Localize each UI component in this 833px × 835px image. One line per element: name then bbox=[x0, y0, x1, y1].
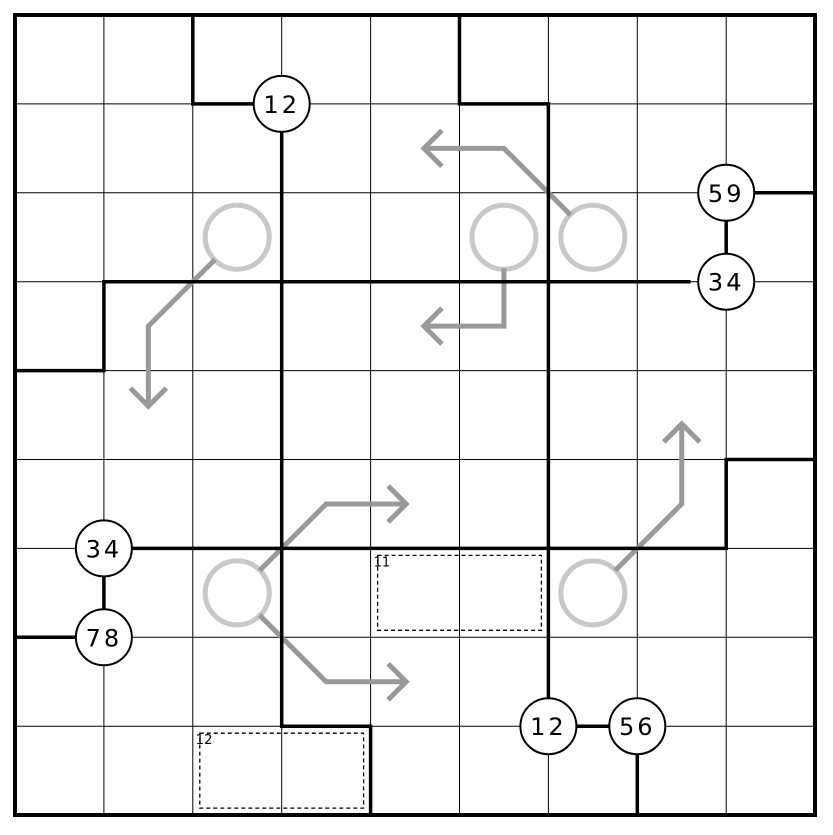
cage-12-sum: 12 bbox=[196, 733, 213, 748]
clue-12-bottom-circle bbox=[519, 697, 578, 756]
arrow-bulb-circle bbox=[202, 202, 272, 272]
arrow-bulb-circle bbox=[469, 202, 539, 272]
arrow-bulb-circle bbox=[202, 558, 272, 628]
region-border-2 bbox=[457, 15, 551, 700]
arrow-bulb-circle bbox=[558, 202, 628, 272]
arrow-bulb-circle bbox=[558, 558, 628, 628]
arrow-r2c6-head bbox=[420, 128, 444, 169]
arrow-r6c6-head bbox=[661, 420, 702, 444]
circle-clues: 12 59 34 34 78 12 56 bbox=[74, 74, 756, 756]
clue-34-top-text: 34 bbox=[708, 269, 745, 297]
clue-56-text: 56 bbox=[619, 713, 656, 741]
clue-59-text: 59 bbox=[708, 180, 745, 208]
clue-12-bottom-text: 12 bbox=[530, 713, 567, 741]
clue-34-left-circle bbox=[74, 519, 133, 578]
clue-34-left-text: 34 bbox=[86, 535, 123, 563]
clue-59-circle bbox=[697, 163, 756, 222]
killer-cages: 11 12 bbox=[196, 554, 543, 809]
arrow-r2c2-head bbox=[128, 386, 169, 410]
region-border-0 bbox=[191, 15, 256, 106]
arrow-r2c5-head bbox=[420, 306, 444, 346]
arrows bbox=[128, 128, 702, 702]
region-borders bbox=[15, 15, 816, 816]
clue-r0c2-12-circle bbox=[252, 74, 311, 133]
arrow-r6c2-down-head bbox=[386, 661, 410, 702]
cage-11-sum: 11 bbox=[374, 555, 391, 570]
grid-lines bbox=[15, 15, 816, 816]
board-border bbox=[13, 13, 817, 817]
clue-78-circle bbox=[74, 608, 133, 667]
arrow-r6c2-up-head bbox=[386, 484, 410, 524]
region-border-3 bbox=[15, 279, 691, 373]
clue-78-text: 78 bbox=[86, 624, 123, 652]
arrow-r2c5-shaft bbox=[423, 268, 507, 329]
clue-r0c2-12-text: 12 bbox=[263, 91, 300, 119]
clue-34-top-circle bbox=[697, 252, 756, 311]
region-border-6 bbox=[130, 457, 816, 551]
region-border-1 bbox=[279, 130, 373, 816]
clue-56-circle bbox=[608, 697, 667, 756]
